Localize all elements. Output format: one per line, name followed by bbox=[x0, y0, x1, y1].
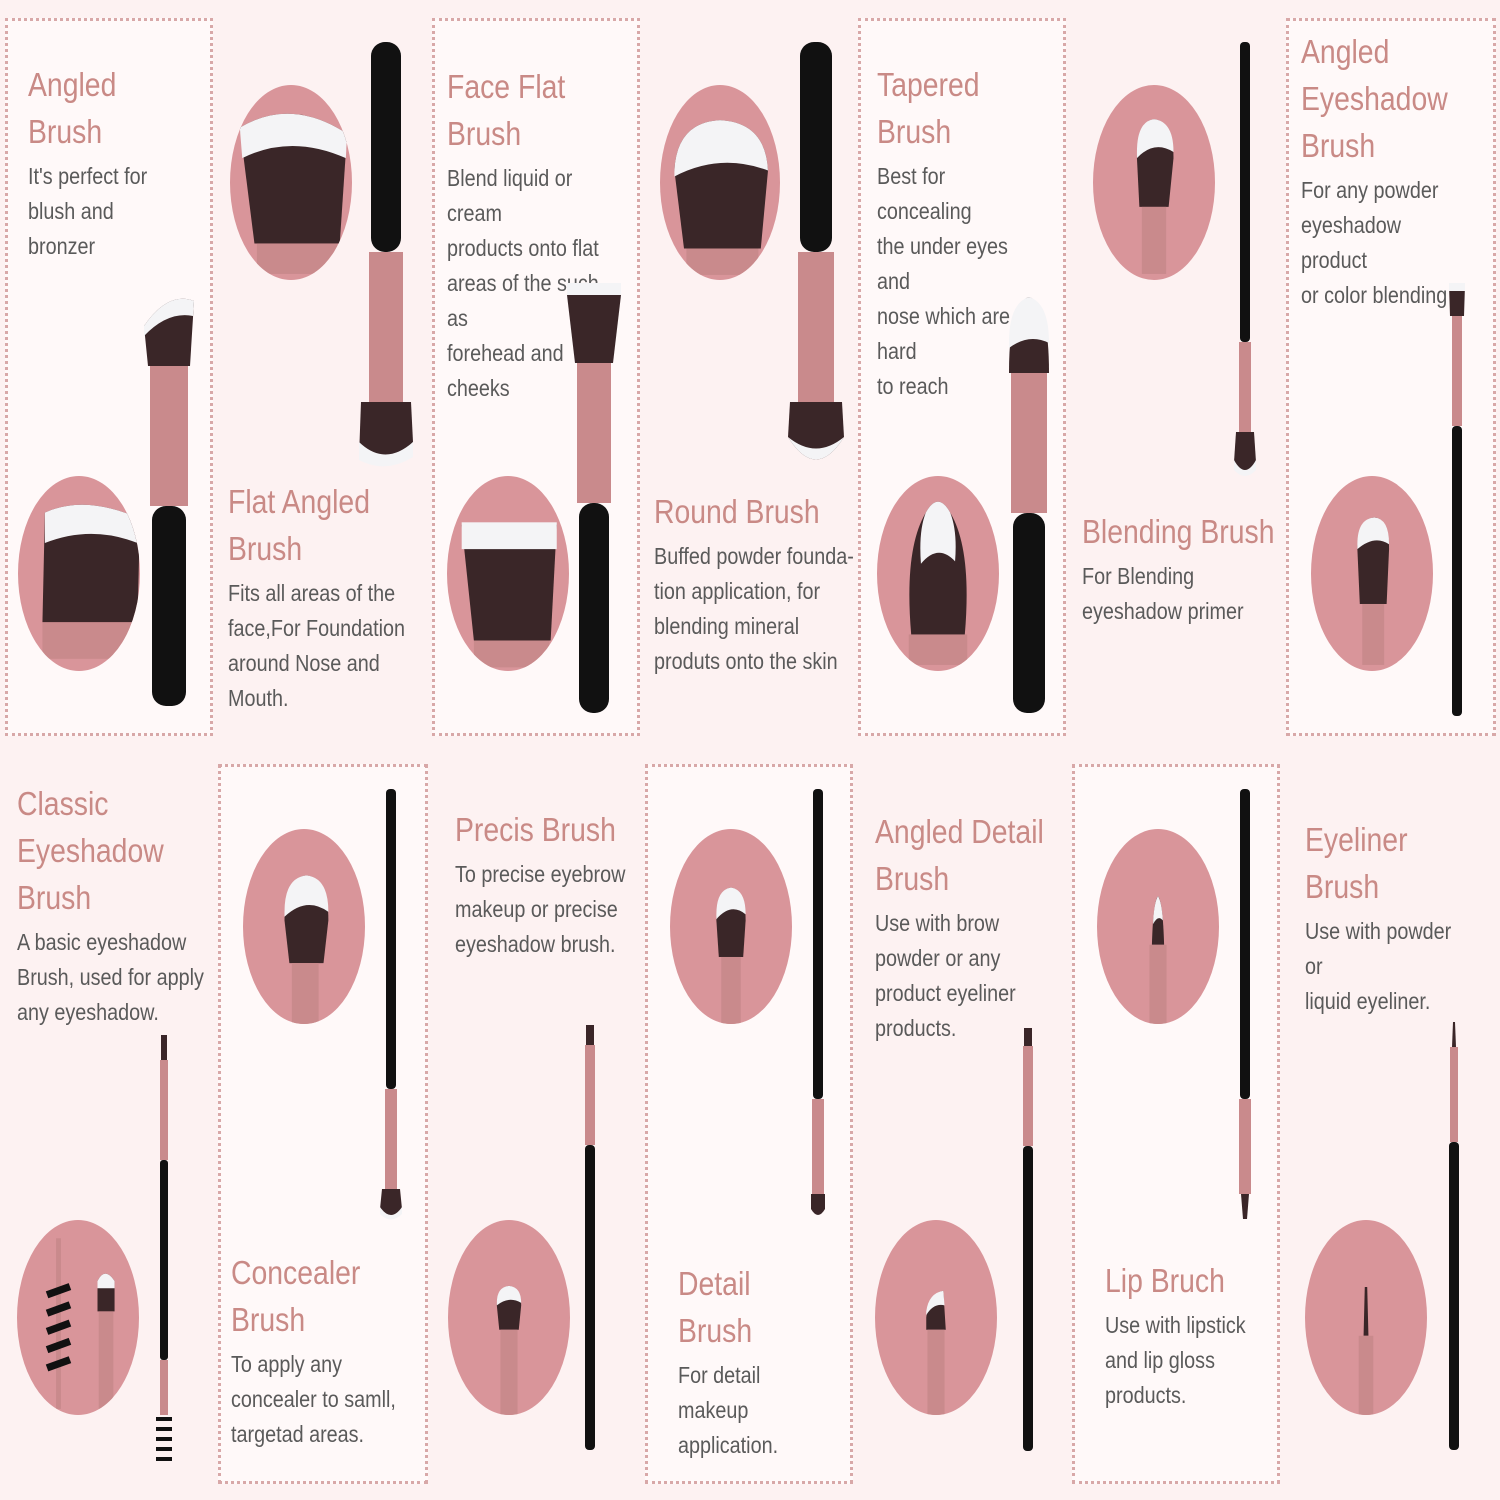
brush-description: A basic eyeshadow Brush, used for apply … bbox=[17, 929, 204, 1025]
brush-description: For detail makeup application. bbox=[678, 1362, 779, 1458]
brush-title: Angled Eyeshadow Brush bbox=[1301, 33, 1448, 164]
brush-illustration bbox=[1442, 1022, 1466, 1454]
brush-card-angled-eyeshadow: Angled Eyeshadow Brush For any powder ey… bbox=[1286, 18, 1496, 736]
card-text: Angled Brush It's perfect for blush and … bbox=[28, 61, 210, 264]
brush-description: For Blending eyeshadow primer bbox=[1082, 563, 1244, 624]
brush-title: Round Brush bbox=[654, 493, 820, 530]
brush-head-closeup bbox=[875, 1220, 997, 1415]
brush-description: Best for concealing the under eyes and n… bbox=[877, 163, 1011, 399]
brush-title: Detail Brush bbox=[678, 1265, 753, 1349]
brush-head-closeup bbox=[17, 1220, 139, 1415]
brush-description: Fits all areas of the face,For Foundatio… bbox=[228, 580, 406, 711]
brush-card-lip: Lip Bruch Use with lipstick and lip glos… bbox=[1072, 764, 1280, 1484]
brush-head-closeup bbox=[18, 476, 140, 671]
card-text: Lip Bruch Use with lipstick and lip glos… bbox=[1105, 1257, 1269, 1413]
brush-head-closeup bbox=[1097, 829, 1219, 1024]
brush-head-closeup bbox=[660, 85, 780, 280]
brush-illustration bbox=[1003, 293, 1055, 718]
brush-head-closeup bbox=[670, 829, 792, 1024]
brush-illustration bbox=[1230, 789, 1260, 1221]
brush-title: Eyeliner Brush bbox=[1305, 821, 1408, 905]
brush-head-closeup bbox=[448, 1220, 570, 1415]
brush-description: Use with brow powder or any product eyel… bbox=[875, 910, 1016, 1041]
brush-head-closeup bbox=[1311, 476, 1433, 671]
brush-title: Flat Angled Brush bbox=[228, 483, 371, 567]
brush-card-concealer: Concealer Brush To apply any concealer t… bbox=[218, 764, 428, 1484]
brush-description: Use with lipstick and lip gloss products… bbox=[1105, 1312, 1246, 1408]
brush-card-classic-eyeshadow: Classic Eyeshadow Brush A basic eyeshado… bbox=[17, 780, 234, 1030]
brush-title: Face Flat Brush bbox=[447, 68, 566, 152]
brush-description: For any powder eyeshadow product or colo… bbox=[1301, 177, 1448, 308]
brush-card-eyeliner: Eyeliner Brush Use with powder or liquid… bbox=[1305, 816, 1500, 1019]
brush-card-flat-angled: Flat Angled Brush Fits all areas of the … bbox=[228, 478, 434, 716]
brush-illustration bbox=[786, 42, 848, 472]
card-text: Concealer Brush To apply any concealer t… bbox=[231, 1249, 425, 1452]
card-text: Tapered Brush Best for concealing the un… bbox=[877, 61, 1063, 404]
brush-illustration bbox=[355, 42, 417, 472]
brush-card-precis: Precis Brush To precise eyebrow makeup o… bbox=[455, 806, 653, 962]
brush-card-angled: Angled Brush It's perfect for blush and … bbox=[5, 18, 213, 736]
brush-head-closeup bbox=[1305, 1220, 1427, 1415]
brush-title: Precis Brush bbox=[455, 811, 616, 848]
brush-title: Lip Bruch bbox=[1105, 1262, 1225, 1299]
brush-illustration bbox=[563, 283, 625, 718]
brush-description: Buffed powder founda- tion application, … bbox=[654, 543, 854, 674]
brush-head-closeup bbox=[877, 476, 999, 671]
brush-title: Angled Detail Brush bbox=[875, 813, 1044, 897]
brush-illustration bbox=[803, 789, 833, 1221]
brush-illustration bbox=[1016, 1028, 1040, 1456]
brush-description: Use with powder or liquid eyeliner. bbox=[1305, 918, 1452, 1014]
brush-illustration bbox=[1444, 281, 1470, 721]
brush-card-round: Round Brush Buffed powder founda- tion a… bbox=[654, 488, 886, 679]
brush-title: Classic Eyeshadow Brush bbox=[17, 785, 164, 916]
card-text: Detail Brush For detail makeup applicati… bbox=[678, 1260, 850, 1463]
brush-card-tapered: Tapered Brush Best for concealing the un… bbox=[858, 18, 1066, 736]
brush-description: It's perfect for blush and bronzer bbox=[28, 163, 148, 259]
brush-card-angled-detail: Angled Detail Brush Use with brow powder… bbox=[875, 808, 1071, 1046]
brush-illustration bbox=[376, 789, 406, 1221]
brush-title: Blending Brush bbox=[1082, 513, 1275, 550]
brush-description: To apply any concealer to samll, targeta… bbox=[231, 1351, 396, 1447]
brush-description: To precise eyebrow makeup or precise eye… bbox=[455, 861, 626, 957]
brush-title: Angled Brush bbox=[28, 66, 117, 150]
brush-head-closeup bbox=[243, 829, 365, 1024]
brush-head-closeup bbox=[447, 476, 569, 671]
brush-head-closeup bbox=[1093, 85, 1215, 280]
brush-illustration bbox=[1230, 42, 1260, 476]
brush-head-closeup bbox=[230, 85, 352, 280]
brush-card-face-flat: Face Flat Brush Blend liquid or cream pr… bbox=[432, 18, 640, 736]
card-text: Angled Eyeshadow Brush For any powder ey… bbox=[1301, 28, 1493, 313]
brush-title: Tapered Brush bbox=[877, 66, 980, 150]
brush-card-blending: Blending Brush For Blending eyeshadow pr… bbox=[1082, 508, 1306, 629]
brush-illustration bbox=[138, 286, 198, 716]
brush-illustration bbox=[578, 1025, 602, 1455]
brush-illustration bbox=[152, 1035, 176, 1465]
brush-title: Concealer Brush bbox=[231, 1254, 361, 1338]
brush-card-detail: Detail Brush For detail makeup applicati… bbox=[645, 764, 853, 1484]
